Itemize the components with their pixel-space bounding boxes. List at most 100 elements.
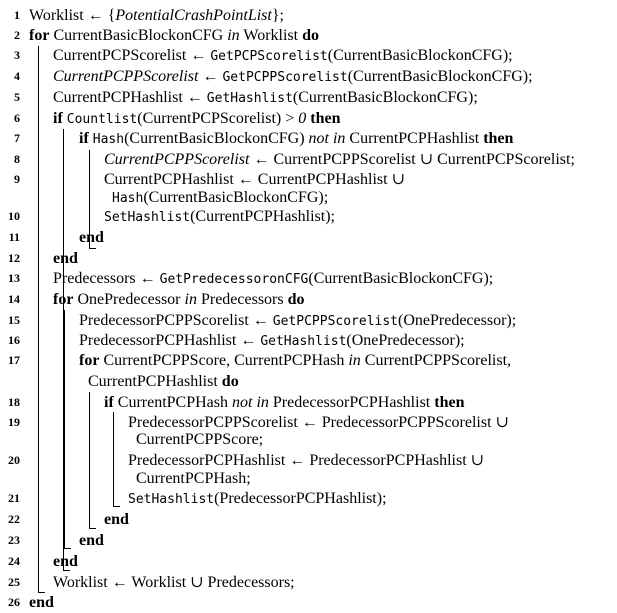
line-code: Worklist ← Worklist ∪ Predecessors; [53,572,295,593]
block-scope-tick [113,506,120,507]
line-code: CurrentPCPPScorelist ← GetPCPPScorelist(… [53,66,533,88]
keyword: then [310,110,341,127]
code-text: (CurrentBasicBlockonCFG); [308,270,494,287]
code-text: CurrentPCPPScore; [136,431,264,448]
algorithm-line: 1 Worklist ← {PotentialCrashPointList}; [0,5,617,26]
code-text: (CurrentPCPScorelist) > [137,110,299,127]
line-number: 7 [14,131,20,145]
function-name: SetHashlist [104,210,191,225]
algorithm-line: 8 CurrentPCPPScorelist ← CurrentPCPPScore… [0,149,617,170]
code-text: in [184,291,197,308]
keyword: for [79,352,100,369]
function-name: Countlist [66,112,138,127]
algorithm-line: 21 SetHashlist(PredecessorPCPHashlist); [0,488,617,509]
line-code: end [29,592,54,613]
line-number: 23 [8,533,20,547]
code-text: in [348,352,361,369]
line-number: 13 [8,271,20,285]
code-text: (PredecessorPCPHashlist); [214,490,387,507]
line-number: 25 [8,575,20,589]
code-text: }; [271,7,284,24]
line-code: end [53,551,78,572]
code-text: (CurrentBasicBlockonCFG); [327,47,513,64]
code-text: PredecessorPCPHashlist [268,394,435,411]
line-code: CurrentPCPHashlist ← GetHashlist(Current… [53,87,478,109]
code-text: Worklist ← { [29,7,116,24]
line-code: CurrentPCPPScorelist ← CurrentPCPPScorel… [104,149,575,170]
algorithm-line: 18 if CurrentPCPHash not in PredecessorPC… [0,392,617,413]
line-number: 8 [14,152,20,166]
line-number: 11 [8,230,20,244]
code-text: 0 [298,110,307,127]
algorithm-line: Hash(CurrentBasicBlockonCFG); [0,187,617,208]
line-code: Worklist ← {PotentialCrashPointList}; [29,5,284,26]
line-number: 4 [14,69,20,83]
line-number: 16 [8,333,20,347]
function-name: Hash [92,132,125,147]
algorithm-line: 7 if Hash(CurrentBasicBlockonCFG) not in … [0,128,617,149]
line-number: 9 [14,172,20,186]
code-text: Predecessors [196,291,288,308]
code-text: (CurrentBasicBlockonCFG); [292,89,478,106]
code-text: not in [308,130,346,147]
function-name: Hash [112,191,144,206]
line-code: PredecessorPCPPScorelist ← GetPCPPScorel… [79,310,516,332]
keyword: do [287,291,305,308]
line-code: CurrentPCPPScore; [136,429,263,450]
function-name: SetHashlist [128,492,215,507]
block-scope-tick [89,248,96,249]
function-name: GetPCPPScorelist [222,70,348,85]
code-text: CurrentPCPHash [113,394,233,411]
block-scope-rule [64,310,65,548]
code-text: Worklist ← Worklist ∪ Predecessors; [53,574,295,591]
function-name: GetPCPPScorelist [272,314,399,329]
line-code: SetHashlist(PredecessorPCPHashlist); [128,488,387,510]
code-text: CurrentPCPPScorelist [104,151,250,168]
line-number: 10 [8,209,20,223]
code-text: CurrentPCPHashlist [345,130,484,147]
line-code: for OnePredecessor in Predecessors do [53,289,305,310]
keyword: do [221,373,239,390]
line-code: Hash(CurrentBasicBlockonCFG); [112,187,328,209]
keyword: do [302,27,319,44]
code-text: OnePredecessor [73,291,185,308]
line-number: 26 [8,595,20,609]
block-scope-tick [63,570,70,571]
keyword: if [79,130,89,147]
line-code: if Hash(CurrentBasicBlockonCFG) not in C… [79,128,513,150]
algorithm-line: CurrentPCPHashlist do [0,371,617,392]
line-number: 15 [8,313,20,327]
line-number: 6 [14,111,20,125]
line-code: end [79,530,104,551]
line-code: PredecessorPCPHashlist ← GetHashlist(One… [79,330,465,352]
code-text: PredecessorPCPPScorelist ← [79,312,273,329]
code-text: CurrentPCPHashlist ← CurrentPCPHashlist … [104,171,405,188]
code-text: CurrentPCPHash; [136,470,251,487]
line-number: 5 [14,90,20,104]
line-number: 2 [14,28,20,42]
code-text: CurrentPCPPScorelist [53,68,199,85]
line-number: 1 [14,8,20,22]
function-name: GetPredecessoronCFG [159,272,309,287]
code-text: (CurrentPCPHashlist); [190,208,335,225]
algorithm-line: 6 if Countlist(CurrentPCPScorelist) > 0 t… [0,108,617,129]
code-text: CurrentPCPScorelist ← [53,47,211,64]
keyword: if [53,110,63,127]
line-code: for CurrentBasicBlockonCFG in Worklist d… [29,25,319,46]
line-code: for CurrentPCPPScore, CurrentPCPHash in … [79,350,511,371]
line-code: if CurrentPCPHash not in PredecessorPCPH… [104,392,464,413]
algorithm-line: 23 end [0,530,617,551]
code-text: CurrentPCPPScorelist, [360,352,512,369]
algorithm-line: 9 CurrentPCPHashlist ← CurrentPCPHashlist… [0,169,617,190]
line-number: 18 [8,395,20,409]
code-text: (OnePredecessor); [346,332,465,349]
line-code: PredecessorPCPPScorelist ← PredecessorPC… [128,412,509,433]
code-text: (CurrentBasicBlockonCFG) [124,130,309,147]
line-number: 21 [8,491,20,505]
